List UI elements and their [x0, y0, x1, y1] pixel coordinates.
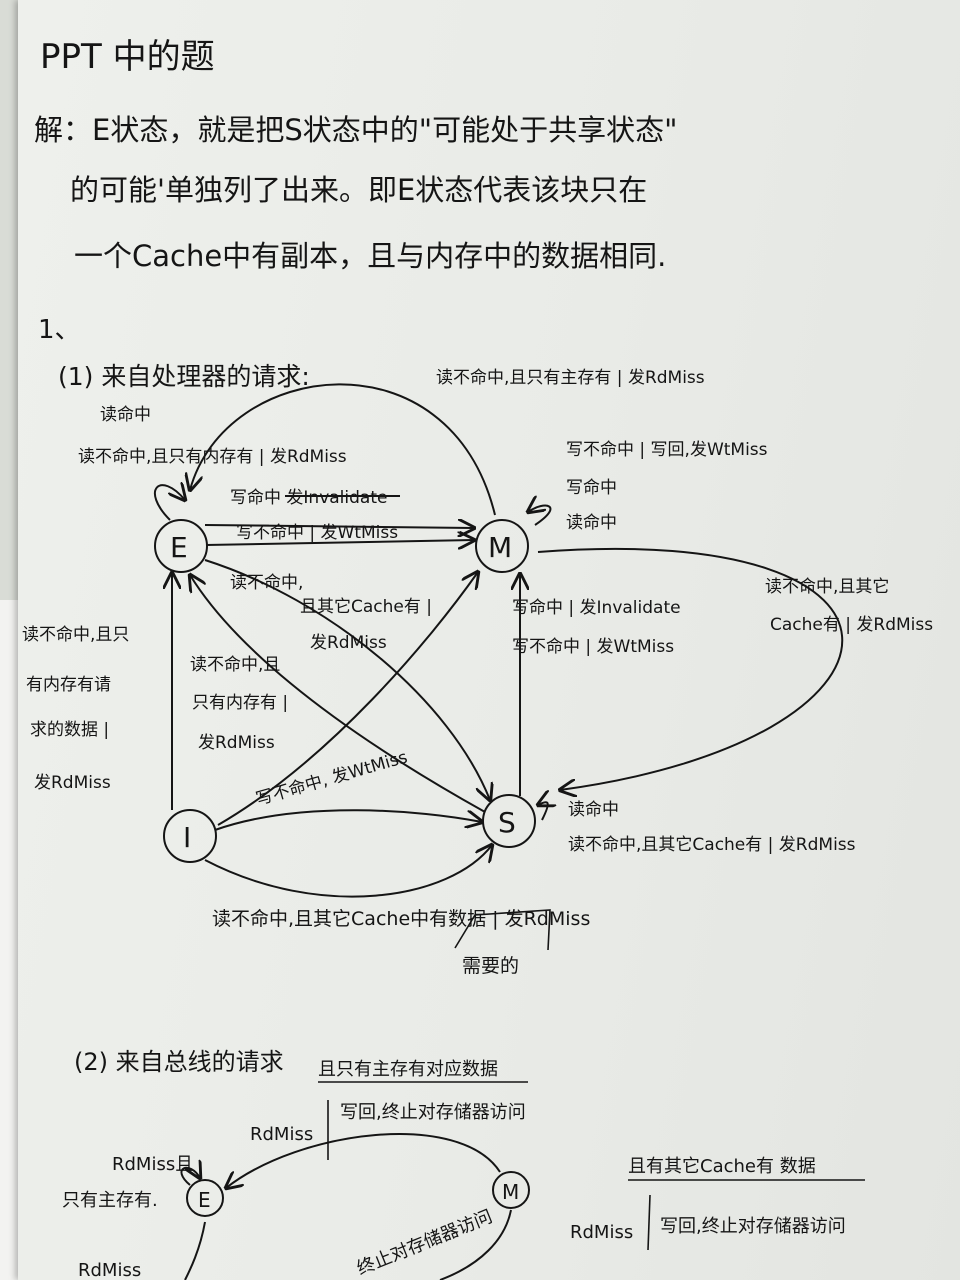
bus-transition-arrows	[180, 1133, 512, 1280]
arc-m-to-s	[537, 547, 844, 790]
explanation-line-3: 一个Cache中有副本，且与内存中的数据相同.	[74, 239, 666, 273]
bus-label-writeback-1: 写回,终止对存储器访问	[340, 1102, 526, 1123]
label-i-to-e-4: 发RdMiss	[34, 773, 111, 793]
bus-label-lower: 终止对存储器访问	[354, 1206, 495, 1279]
line-bus-e-down	[184, 1221, 206, 1280]
label-m-self-3: 读命中	[566, 513, 617, 533]
arc-bus-m-to-e	[226, 1133, 501, 1188]
arrow-e-to-s	[204, 559, 490, 800]
bus-divider-right	[647, 1194, 651, 1251]
label-m-self-2: 写命中	[566, 478, 617, 498]
label-e-self-miss: 读不命中,且只有内存有 | 发RdMiss	[78, 447, 347, 467]
note-bracket	[454, 909, 551, 951]
label-m-self-1: 写不命中 | 写回,发WtMiss	[566, 440, 768, 460]
label-i-to-m: 写不命中, 发WtMiss	[254, 747, 410, 809]
loop-m-self	[528, 506, 552, 526]
label-e-to-m-2: 写不命中 | 发WtMiss	[236, 523, 398, 543]
state-m-node: M	[475, 519, 529, 573]
label-i-to-e-3: 求的数据 |	[30, 720, 109, 740]
arrow-i-to-m	[217, 572, 478, 826]
bus-state-e-label: E	[198, 1188, 211, 1212]
state-e-node: E	[154, 519, 208, 573]
notebook-page	[18, 0, 960, 1280]
label-e-to-s-3: 发RdMiss	[310, 633, 387, 653]
section-number: 1、	[38, 315, 81, 345]
label-e-to-s-2: 且其它Cache有 |	[300, 597, 432, 617]
bus-state-e-node: E	[186, 1179, 224, 1217]
bus-label-writeback-2: 写回,终止对存储器访问	[660, 1216, 846, 1237]
label-s-self-2: 读不命中,且其它Cache有 | 发RdMiss	[568, 835, 856, 855]
part2-heading: (2) 来自总线的请求	[74, 1048, 284, 1076]
arrow-i-to-s-upper	[214, 809, 482, 831]
label-e-self-hit: 读命中	[100, 405, 151, 425]
bus-label-rdmiss-right: RdMiss	[570, 1222, 633, 1243]
bus-label-bottom-left: RdMiss	[78, 1260, 141, 1280]
label-e-to-m-1: 写命中 发Invalidate	[230, 488, 387, 508]
label-i-to-e-2: 有内存有请	[26, 675, 111, 695]
loop-bus-e-self	[180, 1168, 200, 1186]
label-m-to-s-1: 读不命中,且其它	[765, 577, 889, 597]
state-s-node: S	[482, 794, 536, 848]
bus-label-right-cond: 且有其它Cache有 数据	[628, 1156, 816, 1177]
bus-state-m-node: M	[492, 1171, 530, 1209]
label-m-to-s-2: Cache有 | 发RdMiss	[770, 615, 933, 635]
bus-label-top-cond: 且只有主存有对应数据	[318, 1059, 498, 1080]
part1-heading: (1) 来自处理器的请求:	[58, 362, 310, 391]
label-s-to-m-2: 写不命中 | 发WtMiss	[512, 637, 674, 657]
label-s-self-1: 读命中	[568, 800, 619, 820]
loop-e-self	[153, 485, 185, 521]
state-i-node: I	[163, 809, 217, 863]
bus-label-rdmiss-left: RdMiss	[250, 1124, 313, 1145]
bus-label-e-self-2: 只有主存有.	[62, 1190, 158, 1211]
transition-arrows	[153, 383, 844, 898]
label-s-to-e-1: 读不命中,且	[190, 655, 280, 675]
label-top-arc: 读不命中,且只有主存有 | 发RdMiss	[436, 368, 705, 388]
label-s-to-m-1: 写命中 | 发Invalidate	[512, 598, 681, 618]
explanation-line-1: 解：E状态，就是把S状态中的"可能处于共享状态"	[34, 113, 677, 147]
label-note: 需要的	[462, 955, 519, 977]
state-m-label: M	[488, 531, 512, 564]
bus-state-m-label: M	[502, 1180, 519, 1204]
arc-e-m-top	[190, 383, 496, 516]
arrow-e-to-m-1	[204, 525, 474, 528]
arc-i-to-s-lower	[204, 845, 492, 898]
page-title: PPT 中的题	[40, 37, 215, 77]
arrow-s-to-e	[190, 575, 486, 813]
label-e-to-s-1: 读不命中,	[230, 573, 303, 593]
bus-label-e-self-1: RdMiss且	[112, 1154, 193, 1175]
label-s-to-e-2: 只有内存有 |	[192, 693, 288, 713]
state-e-label: E	[170, 531, 188, 564]
explanation-line-2: 的可能'单独列了出来。即E状态代表该块只在	[70, 173, 647, 207]
label-i-to-e-1: 读不命中,且只	[22, 625, 129, 645]
arrow-e-to-m-2	[205, 540, 474, 545]
loop-s-self	[538, 802, 548, 821]
state-i-label: I	[183, 821, 191, 854]
line-bus-m-down	[439, 1209, 512, 1280]
state-s-label: S	[498, 806, 516, 839]
label-s-to-e-3: 发RdMiss	[198, 733, 275, 753]
